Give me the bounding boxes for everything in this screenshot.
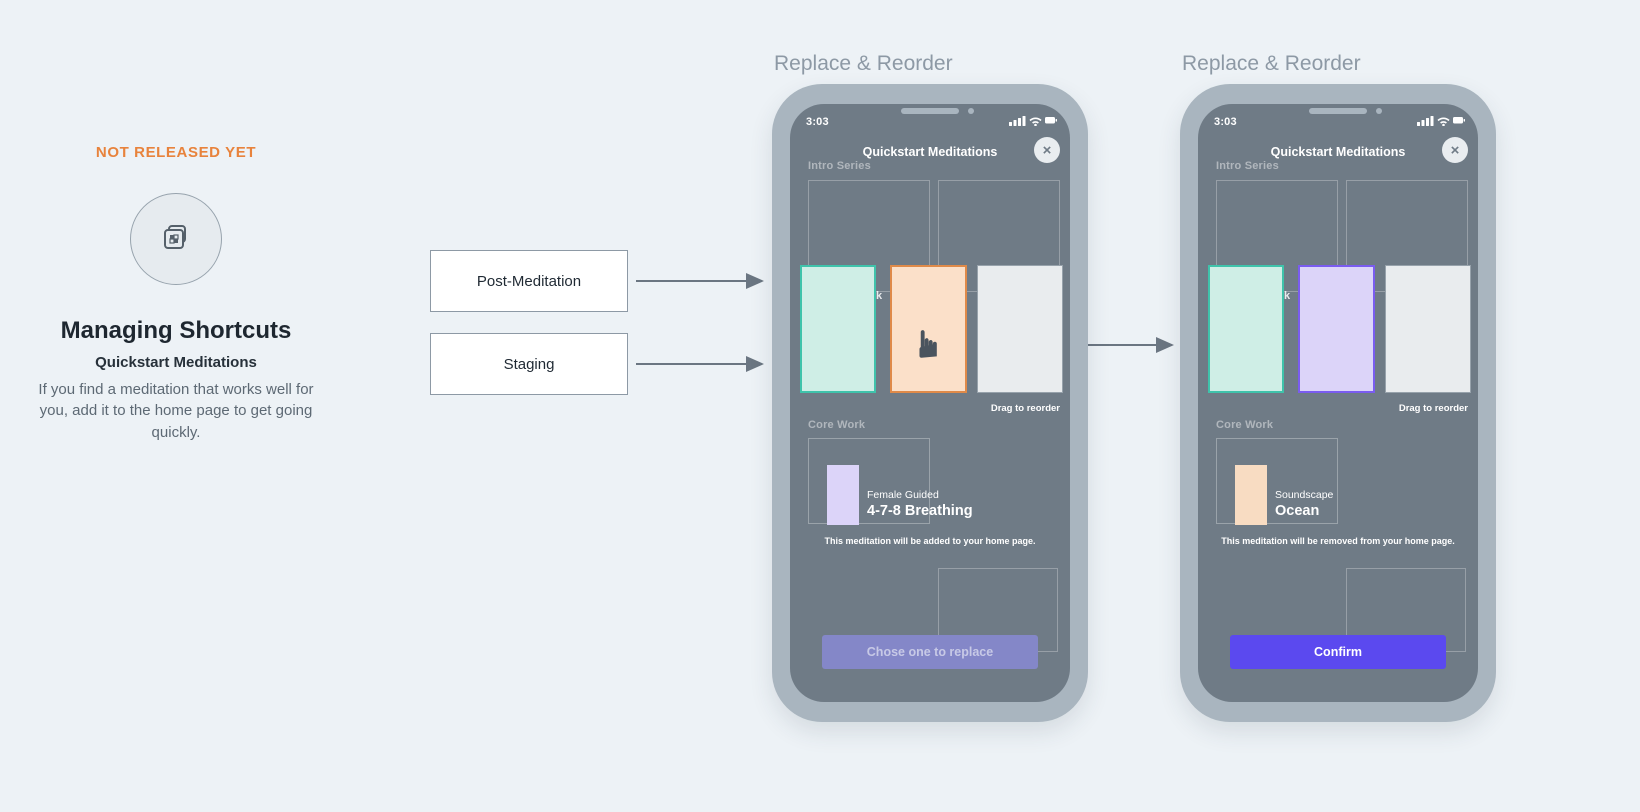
drag-hand-cursor-icon: ☛ <box>906 326 951 362</box>
partial-text: k <box>876 290 883 302</box>
phone-mockup-1: 3:03 Quickstart Meditations <box>772 84 1088 722</box>
meditation-title: Ocean <box>1275 503 1320 519</box>
speaker-pill <box>1309 108 1367 114</box>
meditation-title: 4-7-8 Breathing <box>867 503 973 519</box>
partial-text: k <box>1284 290 1291 302</box>
section-label-intro-series: Intro Series <box>1216 160 1279 172</box>
phone-mockup-2: 3:03 Quickstart Meditations <box>1180 84 1496 722</box>
modal-title: Quickstart Meditations <box>1270 145 1406 159</box>
flow-label-staging: Staging <box>430 333 628 395</box>
clock-text: 3:03 <box>1214 116 1237 128</box>
phone1-screen: 3:03 Quickstart Meditations <box>790 104 1070 702</box>
meditation-thumbnail <box>1235 465 1267 525</box>
section-label-intro-series: Intro Series <box>808 160 871 172</box>
close-icon[interactable]: × <box>1442 137 1468 163</box>
camera-dot <box>1376 108 1382 114</box>
replace-button[interactable]: Chose one to replace <box>822 635 1038 669</box>
close-icon[interactable]: × <box>1034 137 1060 163</box>
section-label-core-work: Core Work <box>808 419 866 431</box>
status-icons <box>1009 113 1057 131</box>
speaker-pill <box>901 108 959 114</box>
confirm-button[interactable]: Confirm <box>1230 635 1446 669</box>
section-label-core-work: Core Work <box>1216 419 1274 431</box>
core-work-card[interactable]: Soundscape Ocean <box>1216 438 1338 525</box>
status-bar: 3:03 <box>1214 113 1465 131</box>
status-icons <box>1417 113 1465 131</box>
shortcuts-icon <box>160 221 192 258</box>
core-work-card[interactable]: Female Guided 4-7-8 Breathing <box>808 438 973 525</box>
drag-hint-text: Drag to reorder <box>990 403 1060 414</box>
meditation-text: Soundscape Ocean <box>1275 489 1333 519</box>
flow-label-post-meditation: Post-Meditation <box>430 250 628 312</box>
intro-panel: NOT RELEASED YET Managing Shortcuts Quic… <box>20 144 332 443</box>
clock-text: 3:03 <box>806 116 829 128</box>
meditation-tile-mint[interactable] <box>800 265 876 393</box>
flow-label-text: Staging <box>503 355 555 373</box>
status-badge: NOT RELEASED YET <box>95 144 257 161</box>
meditation-tile-mint[interactable] <box>1208 265 1284 393</box>
meditation-tile-lavender[interactable] <box>1298 265 1375 393</box>
phone2-caption: Replace & Reorder <box>1182 52 1361 75</box>
phone1-caption: Replace & Reorder <box>774 52 953 75</box>
meditation-text: Female Guided 4-7-8 Breathing <box>867 489 973 519</box>
meditation-subtitle: Soundscape <box>1275 489 1334 501</box>
helper-note: This meditation will be added to your ho… <box>824 536 1036 546</box>
meditation-thumbnail <box>827 465 859 525</box>
modal-title: Quickstart Meditations <box>862 145 998 159</box>
page-description: If you find a meditation that works well… <box>38 381 314 441</box>
camera-dot <box>968 108 974 114</box>
meditation-tile-peach-dragging[interactable]: ☛ <box>890 265 967 393</box>
drag-hint-text: Drag to reorder <box>1398 403 1468 414</box>
shortcuts-icon-circle <box>130 193 222 285</box>
meditation-tile-gray[interactable] <box>1385 265 1471 393</box>
page-title: Managing Shortcuts <box>60 317 292 344</box>
flow-label-text: Post-Meditation <box>476 272 582 290</box>
helper-note: This meditation will be removed from you… <box>1221 536 1455 546</box>
phone2-screen: 3:03 Quickstart Meditations <box>1198 104 1478 702</box>
page-subtitle: Quickstart Meditations <box>95 354 257 371</box>
meditation-subtitle: Female Guided <box>867 489 939 501</box>
status-bar: 3:03 <box>806 113 1057 131</box>
meditation-tile-gray[interactable] <box>977 265 1063 393</box>
